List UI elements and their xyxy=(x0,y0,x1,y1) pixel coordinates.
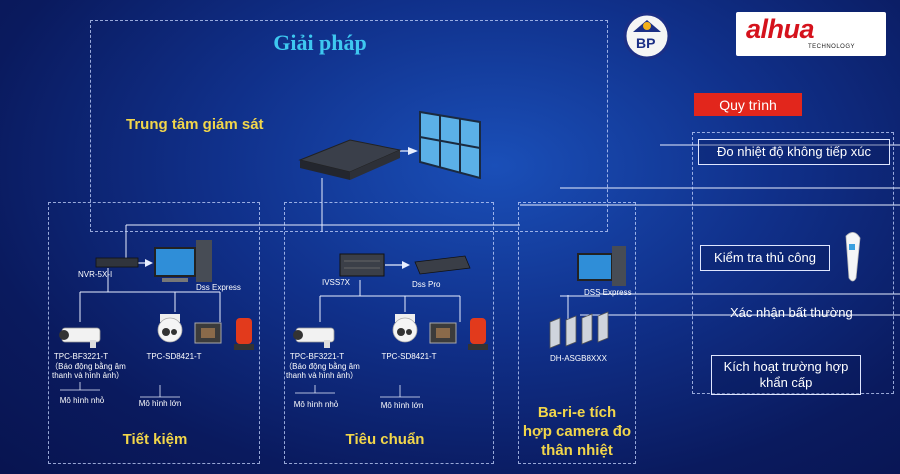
process-header: Quy trình xyxy=(694,93,802,116)
model-small-2-label: Mô hình nhỏ xyxy=(293,400,339,409)
tier-barrier-label: Ba-ri-e tích hợp camera đo thân nhiệt xyxy=(522,404,632,459)
tier-economy-frame xyxy=(48,202,260,464)
pc-dss-express-icon xyxy=(154,240,212,282)
tier-economy-label: Tiết kiệm xyxy=(122,431,188,448)
camera3-note-label: （Báo động bằng âm thanh và hình ảnh） xyxy=(284,362,360,381)
bullet-camera-1-icon xyxy=(59,327,101,348)
blackbody-1-icon xyxy=(194,322,222,344)
video-wall-icon xyxy=(419,110,481,180)
model-medium-label: Mô hình lớn xyxy=(138,399,182,408)
ptz-camera-2-icon xyxy=(392,314,418,343)
dss-pro-label: Dss Pro xyxy=(412,280,441,289)
solution-frame xyxy=(90,20,608,232)
barrier-model-label: DH-ASGB8XXX xyxy=(550,354,607,363)
process-step-1: Đo nhiệt độ không tiếp xúc xyxy=(698,139,890,165)
camera3-model-label: TPC-BF3221-T xyxy=(289,352,345,361)
camera4-model-label: TPC-SD8421-T xyxy=(381,352,437,361)
tier-standard-label: Tiêu chuẩn xyxy=(345,431,425,448)
nvr-center-device-icon xyxy=(298,139,402,180)
alarm-light-2-icon xyxy=(468,318,488,350)
blackbody-2-icon xyxy=(429,322,457,344)
dss-express-label: Dss Express xyxy=(196,283,241,292)
bp-logo-icon xyxy=(623,12,671,60)
pc-dss-express-2-icon xyxy=(577,246,626,286)
dahua-logo: alhua TECHNOLOGY xyxy=(736,12,886,56)
monitoring-center-label: Trung tâm giám sát xyxy=(126,116,264,133)
dahua-logo-text: alhua xyxy=(746,14,815,44)
thermometer-icon xyxy=(845,232,861,282)
ptz-camera-1-icon xyxy=(157,314,183,343)
dss-express-2-label: DSS Express xyxy=(584,288,632,297)
camera1-note-label: （Báo động bằng âm thanh và hình ảnh） xyxy=(50,362,126,381)
tier-standard-frame xyxy=(284,202,494,464)
bp-logo-text: BP xyxy=(636,35,656,51)
ivss-label: IVSS7X xyxy=(322,278,351,287)
dahua-logo-subtext: TECHNOLOGY xyxy=(808,44,856,50)
server-dss-pro-icon xyxy=(414,255,471,275)
process-step-4: Kích hoạt trường hợp khẩn cấp xyxy=(711,355,861,395)
page-title: Giải pháp xyxy=(273,30,367,55)
alarm-light-1-icon xyxy=(234,318,254,350)
process-step-3: Xác nhận bất thường xyxy=(730,305,853,320)
bp-logo: BP xyxy=(623,12,671,60)
process-frame xyxy=(692,132,894,394)
tier-barrier-frame xyxy=(518,202,636,464)
bullet-camera-2-icon xyxy=(293,327,335,348)
model-medium-2-label: Mô hình lớn xyxy=(380,401,424,410)
camera1-model-label: TPC-BF3221-T xyxy=(53,352,109,361)
ivss-device-icon xyxy=(339,253,385,277)
camera2-model-label: TPC-SD8421-T xyxy=(146,352,202,361)
barrier-gates-icon xyxy=(549,311,609,349)
nvr-5x-device-icon xyxy=(95,257,139,268)
process-step-2: Kiểm tra thủ công xyxy=(700,245,830,271)
model-small-label: Mô hình nhỏ xyxy=(59,396,105,405)
nvr-5x-label: NVR-5X-I xyxy=(78,270,113,279)
